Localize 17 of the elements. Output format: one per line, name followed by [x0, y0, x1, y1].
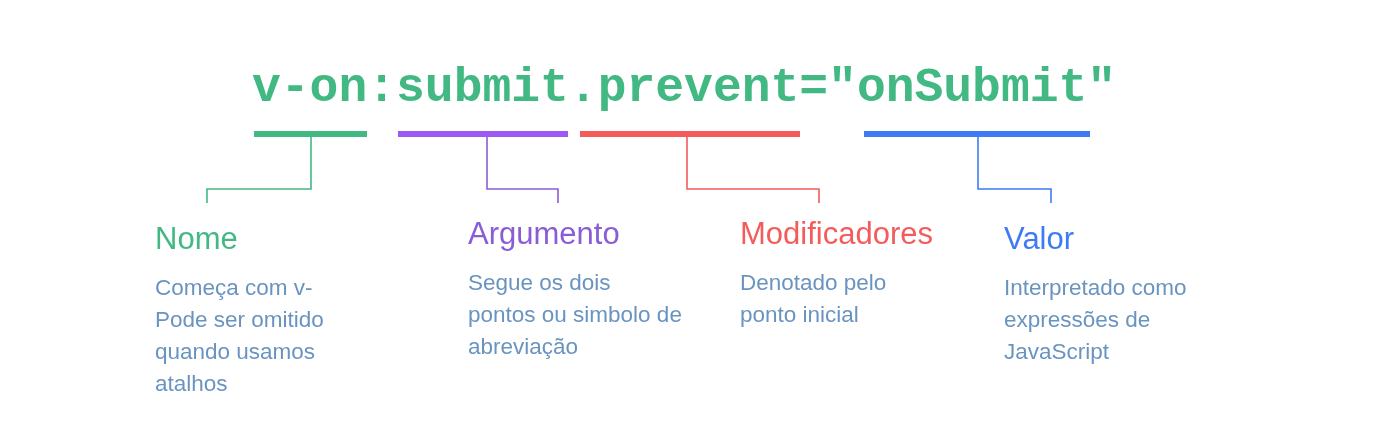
- underline-bar: [864, 131, 1090, 137]
- term-heading: Argumento: [468, 215, 621, 253]
- term-heading: Modificadores: [740, 215, 934, 253]
- leader-line: [686, 136, 820, 204]
- leader-line: [977, 136, 1052, 204]
- leader-line: [486, 136, 559, 204]
- term-description: Interpretado como expressões de JavaScript: [1004, 274, 1188, 366]
- underline-bar: [580, 131, 800, 137]
- leader-line: [206, 136, 312, 204]
- underline-bar: [254, 131, 367, 137]
- term-description: Começa com v- Pode ser omitido quando usamos atalhos: [155, 274, 325, 398]
- underline-bar: [398, 131, 568, 137]
- term-heading: Valor: [1004, 220, 1076, 258]
- code-snippet: v-on:submit.prevent="onSubmit": [252, 60, 1117, 117]
- term-description: Segue os dois pontos ou simbolo de abreviação: [468, 269, 683, 361]
- term-description: Denotado pelo ponto inicial: [740, 269, 888, 329]
- term-heading: Nome: [155, 220, 239, 258]
